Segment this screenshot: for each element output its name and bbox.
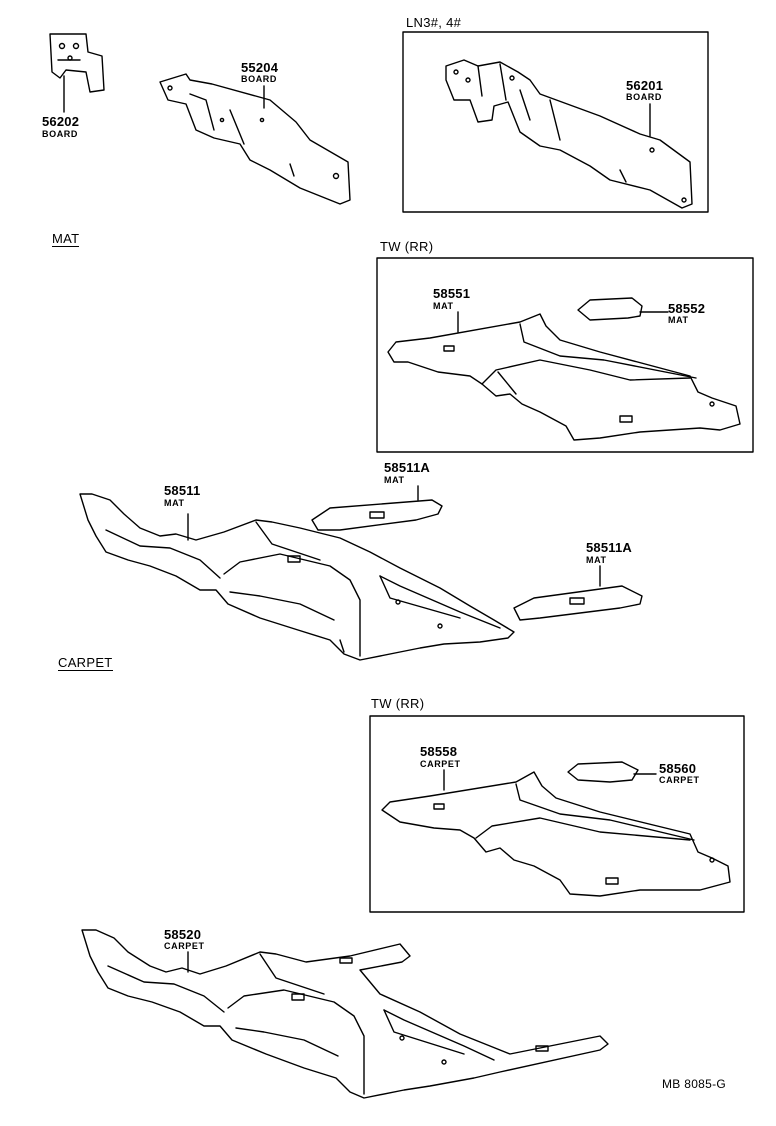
- tw-mat-header: TW (RR): [380, 239, 434, 254]
- part-name-58511a-lower: MAT: [586, 555, 607, 565]
- section-mat: MAT: [52, 231, 80, 247]
- part-name-58511: MAT: [164, 498, 185, 508]
- mat-58511a-upper-shape: [311, 499, 443, 531]
- part-name-56202: BOARD: [42, 129, 78, 139]
- tw-mat-group-box: [376, 257, 754, 453]
- part-name-58511a-upper: MAT: [384, 475, 405, 485]
- part-number-55204: 55204: [241, 60, 279, 75]
- part-number-58520: 58520: [164, 927, 202, 942]
- mat-58552-shape: [577, 297, 643, 321]
- carpet-58520-shape: [81, 929, 609, 1099]
- mat-58511-shape: [79, 493, 515, 661]
- mat-58551-shape: [387, 313, 741, 441]
- board-56201-shape: [445, 59, 693, 209]
- part-number-56202: 56202: [42, 114, 80, 129]
- tw-carpet-group-box: [369, 715, 745, 913]
- carpet-58558-shape: [381, 771, 731, 897]
- part-name-58552: MAT: [668, 315, 689, 325]
- part-number-58511a-upper: 58511A: [384, 460, 431, 475]
- part-name-58560: CARPET: [659, 775, 700, 785]
- mat-58511a-lower-shape: [513, 585, 643, 621]
- part-number-56201: 56201: [626, 78, 664, 93]
- part-number-58511: 58511: [164, 483, 201, 498]
- part-name-56201: BOARD: [626, 92, 662, 102]
- part-name-58551: MAT: [433, 301, 454, 311]
- part-number-58511a-lower: 58511A: [586, 540, 633, 555]
- ln-header: LN3#, 4#: [406, 15, 462, 30]
- diagram-code: MB 8085-G: [662, 1077, 727, 1091]
- ln-group-box: [402, 31, 709, 213]
- part-number-58558: 58558: [420, 744, 458, 759]
- part-number-58560: 58560: [659, 761, 697, 776]
- board-55204-shape: [159, 73, 351, 205]
- part-number-58552: 58552: [668, 301, 706, 316]
- part-name-58520: CARPET: [164, 941, 205, 951]
- carpet-58560-shape: [567, 761, 639, 783]
- part-name-58558: CARPET: [420, 759, 461, 769]
- board-56202-shape: [49, 33, 105, 93]
- tw-carpet-header: TW (RR): [371, 696, 425, 711]
- section-carpet: CARPET: [58, 655, 113, 671]
- part-number-58551: 58551: [433, 286, 471, 301]
- part-name-55204: BOARD: [241, 74, 277, 84]
